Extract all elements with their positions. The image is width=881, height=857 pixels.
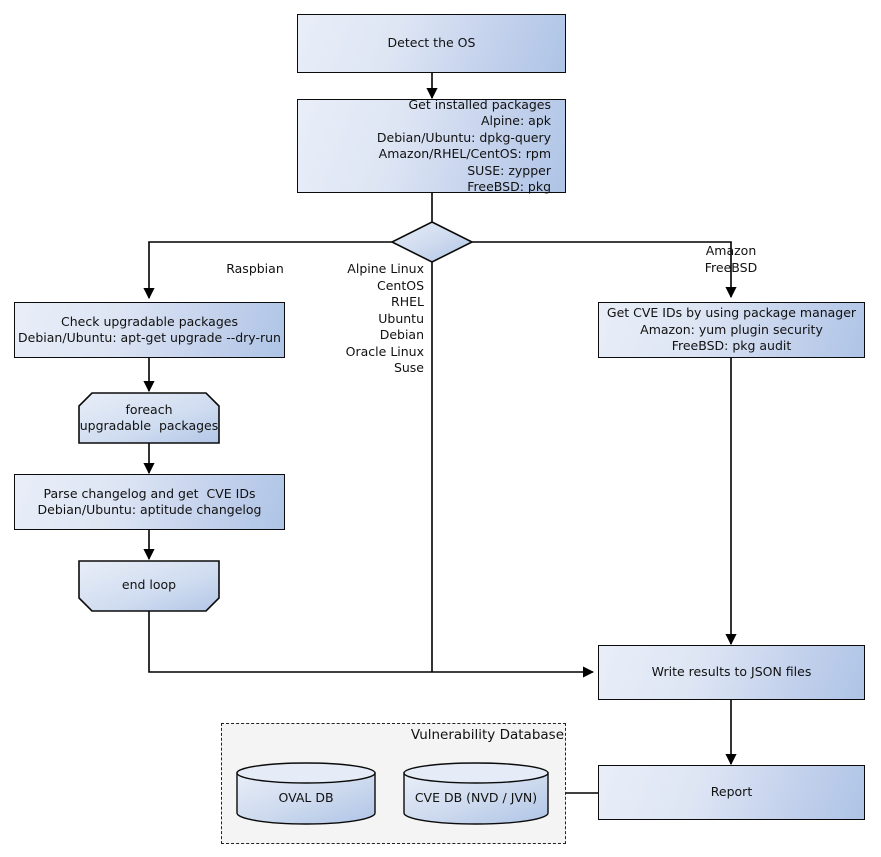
edge-label-middle-distros: Alpine Linux CentOS RHEL Ubuntu Debian O… [345, 261, 424, 375]
node-write-results[interactable]: Write results to JSON files [598, 645, 865, 700]
node-check-upgradable-packages[interactable]: Check upgradable packages Debian/Ubuntu:… [14, 302, 285, 358]
node-cve-db-cylinder[interactable] [403, 762, 549, 825]
node-get-cve-ids-label: Get CVE IDs by using package manager Ama… [606, 305, 857, 354]
node-get-cve-ids[interactable]: Get CVE IDs by using package manager Ama… [598, 302, 865, 358]
node-detect-the-os[interactable]: Detect the OS [297, 14, 566, 73]
node-report-label: Report [710, 784, 753, 800]
node-parse-changelog[interactable]: Parse changelog and get CVE IDs Debian/U… [14, 474, 285, 530]
node-get-installed-packages-label: Get installed packages Alpine: apk Debia… [376, 96, 551, 195]
group-vulnerability-database-title: Vulnerability Database [410, 727, 564, 743]
edge-label-amazon-freebsd: Amazon FreeBSD [704, 243, 758, 275]
node-detect-the-os-label: Detect the OS [387, 35, 476, 51]
node-foreach-loop-start[interactable] [78, 392, 220, 444]
edge-label-raspbian: Raspbian [226, 261, 284, 276]
edge-endloop-to-write-results [148, 611, 595, 678]
node-get-installed-packages[interactable]: Get installed packages Alpine: apk Debia… [297, 96, 566, 195]
node-os-decision-diamond[interactable] [390, 220, 474, 264]
node-write-results-label: Write results to JSON files [651, 664, 812, 680]
node-report[interactable]: Report [598, 765, 865, 820]
node-end-loop[interactable] [78, 560, 220, 612]
node-parse-changelog-label: Parse changelog and get CVE IDs Debian/U… [37, 485, 262, 518]
node-check-upgradable-packages-label: Check upgradable packages Debian/Ubuntu:… [18, 313, 281, 346]
node-oval-db-cylinder[interactable] [236, 762, 376, 825]
